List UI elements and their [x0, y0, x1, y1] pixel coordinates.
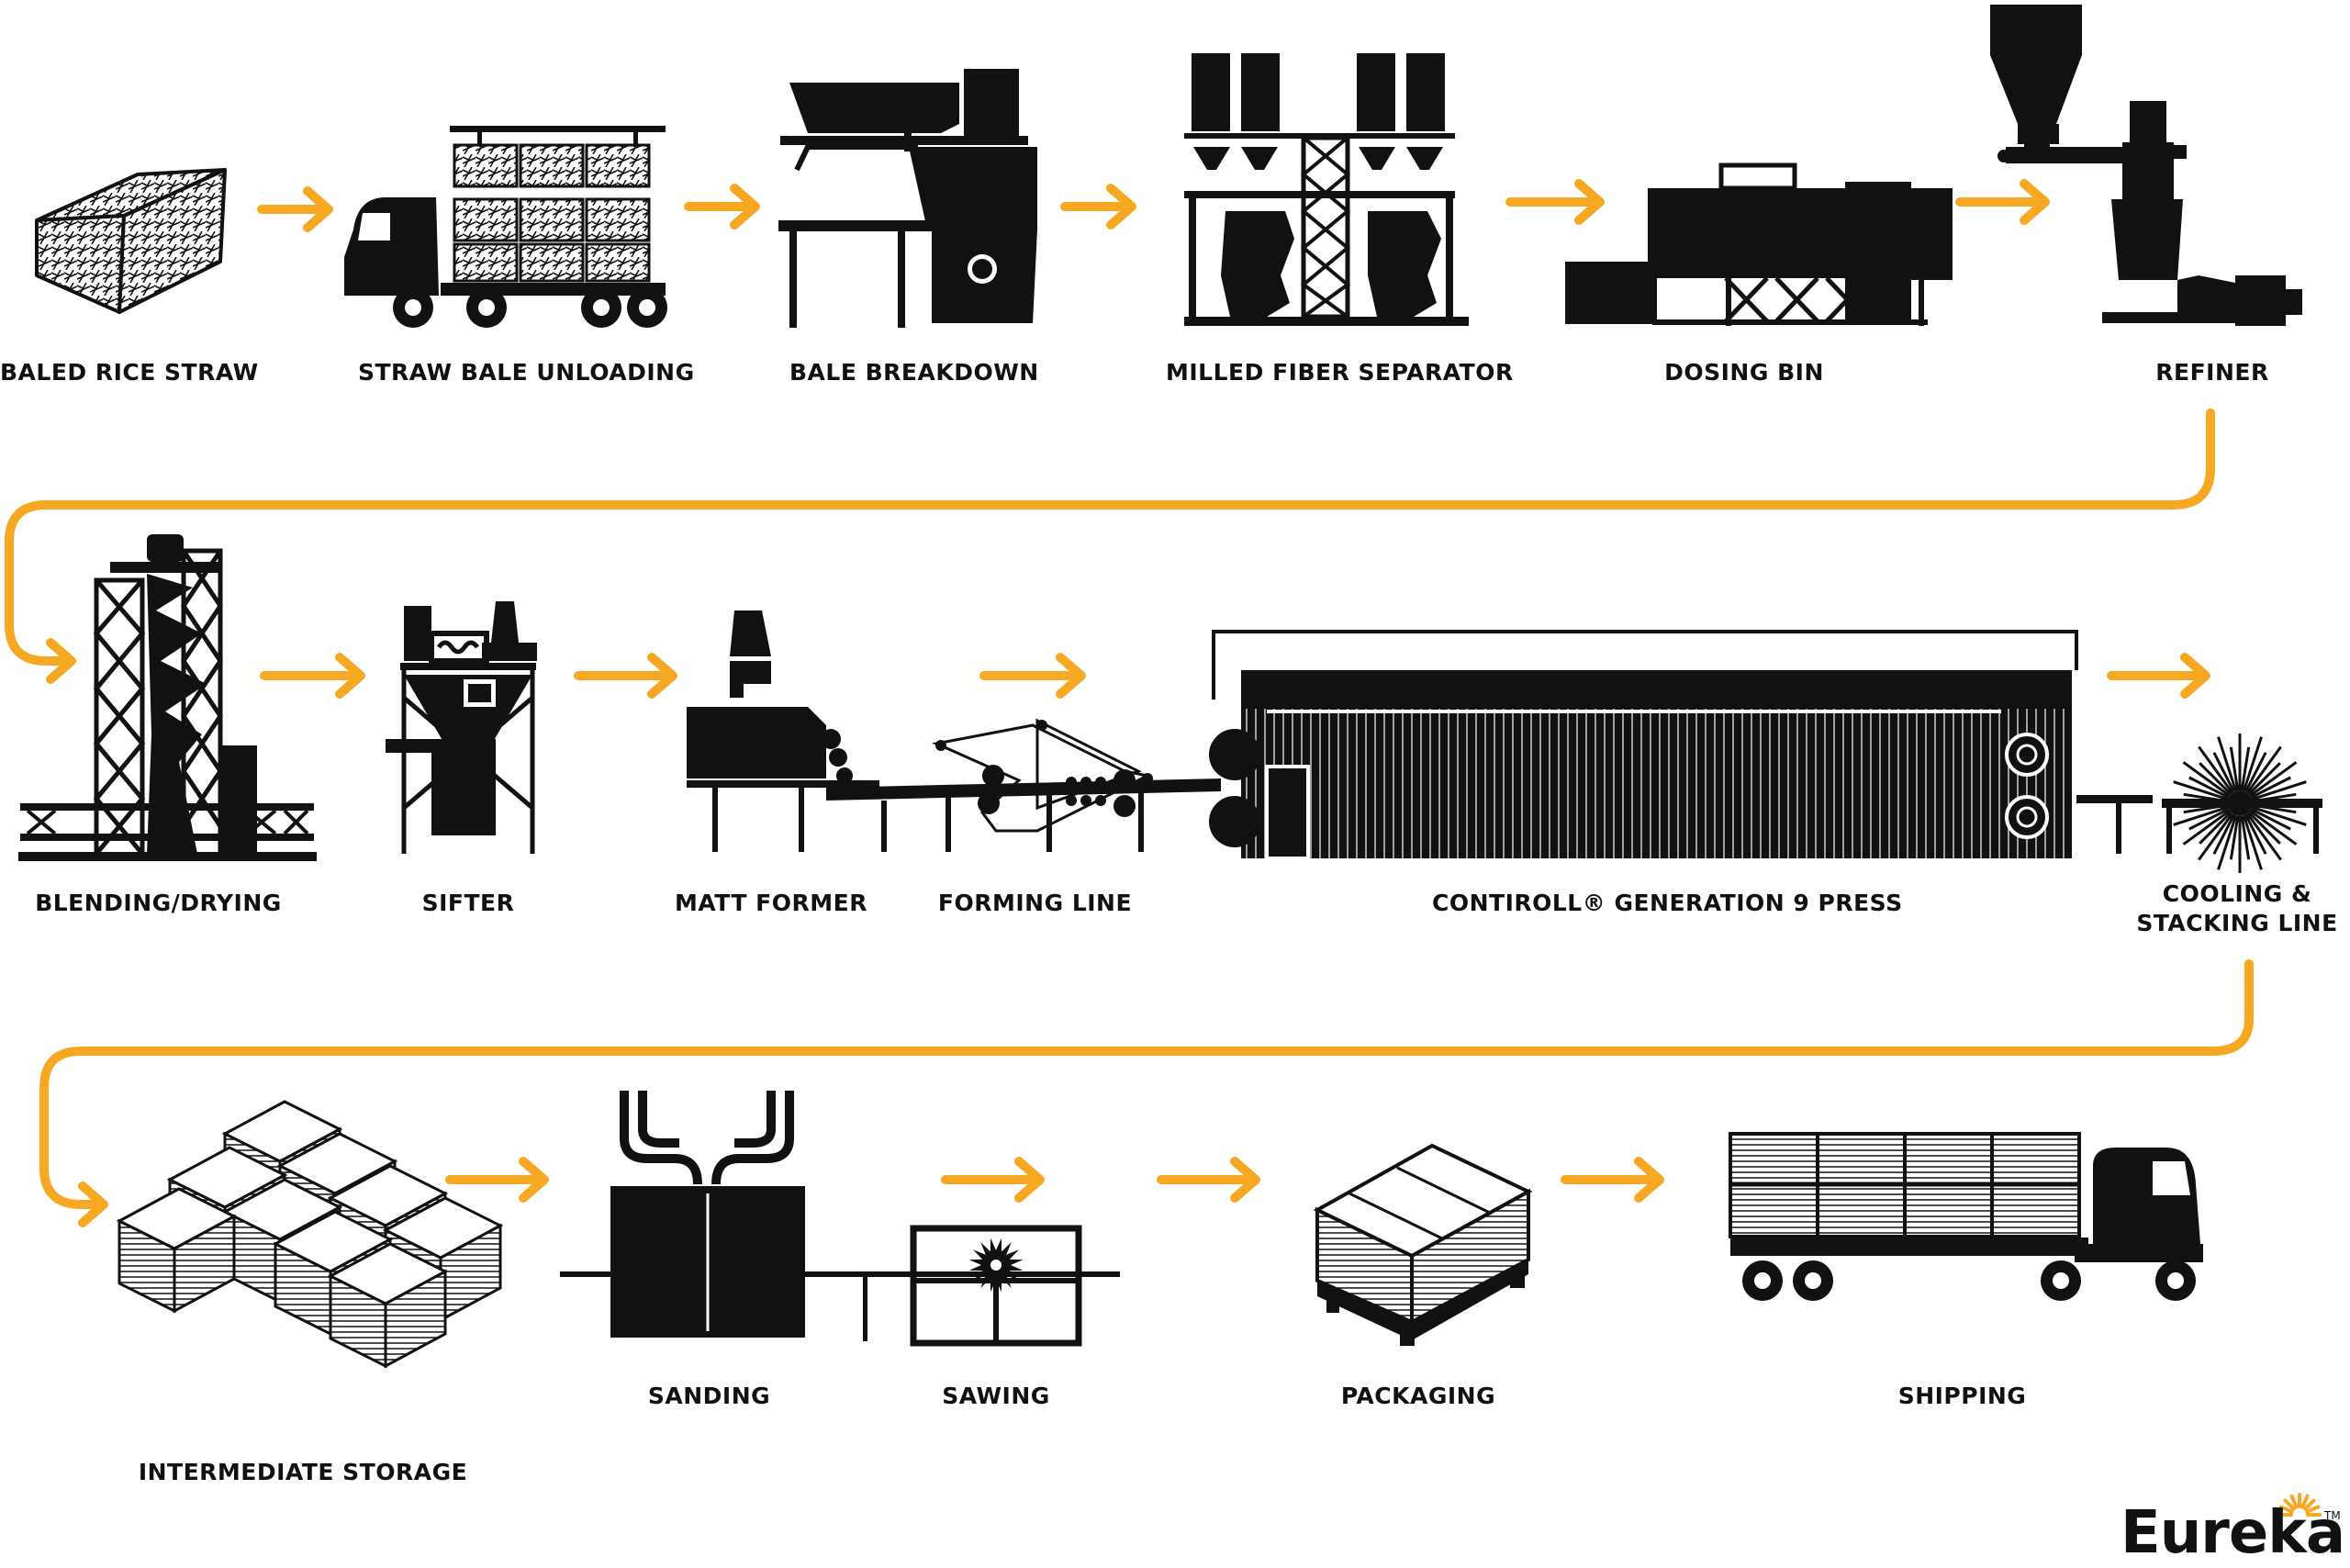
packaging-pallet-icon	[1313, 1143, 1533, 1346]
step-label-bale-breakdown: BALE BREAKDOWN	[789, 359, 1039, 386]
arrow-right-icon	[260, 653, 365, 699]
step-label-contiroll-press: CONTIROLL® GENERATION 9 PRESS	[1432, 890, 1903, 916]
forming-line-icon	[826, 718, 1221, 852]
step-label-forming-line: FORMING LINE	[937, 890, 1133, 916]
cooling-stacking-icon	[2076, 734, 2322, 873]
arrow-right-icon	[1955, 179, 2050, 225]
step-label-straw-bale-unloading: STRAW BALE UNLOADING	[358, 359, 695, 386]
arrow-right-icon	[684, 184, 760, 230]
flow-arrows-row-1	[257, 179, 2050, 232]
refiner-icon	[1990, 5, 2302, 326]
matt-former-icon	[687, 610, 879, 852]
arrow-right-icon	[2107, 653, 2210, 699]
connector-row-1-to-2	[5, 409, 2215, 684]
sifter-icon	[386, 601, 537, 854]
sawing-machine-icon	[910, 1225, 1082, 1347]
arrow-right-icon	[1157, 1157, 1260, 1203]
step-label-dosing-bin: DOSING BIN	[1664, 359, 1824, 386]
bale-breakdown-icon	[778, 69, 1037, 328]
arrow-right-icon	[979, 653, 1086, 699]
step-label-intermediate-storage: INTERMEDIATE STORAGE	[138, 1459, 468, 1485]
step-label-blending-drying: BLENDING/DRYING	[35, 890, 282, 916]
arrow-right-icon	[257, 186, 333, 232]
arrow-right-icon	[1060, 184, 1136, 230]
step-label-packaging: PACKAGING	[1340, 1383, 1496, 1409]
intermediate-storage-icon	[116, 1100, 504, 1369]
blending-drying-tower-icon	[18, 534, 317, 861]
step-label-cooling-stacking: COOLING & STACKING LINE	[2136, 880, 2338, 936]
sanding-machine-icon	[560, 1091, 1120, 1341]
arrow-right-icon	[445, 1157, 549, 1203]
flow-arrows-row-3	[445, 1157, 1664, 1203]
arrow-right-icon	[1561, 1157, 1664, 1203]
arrow-right-icon	[1505, 179, 1605, 225]
step-label-sawing: SAWING	[942, 1383, 1050, 1409]
step-label-shipping: SHIPPING	[1897, 1383, 2027, 1409]
step-label-matt-former: MATT FORMER	[675, 890, 867, 916]
eureka-logo: Eureka TM	[2111, 1487, 2345, 1567]
connector-row-2-to-3	[39, 959, 2254, 1227]
straw-bale-truck-icon	[344, 126, 667, 328]
arrow-right-icon	[941, 1157, 1045, 1203]
dosing-bin-icon	[1565, 162, 1953, 326]
step-label-sanding: SANDING	[647, 1383, 771, 1409]
step-label-baled-rice-straw: BALED RICE STRAW	[0, 359, 259, 386]
baled-rice-straw-icon	[35, 168, 227, 314]
logo-trademark: TM	[2324, 1509, 2341, 1522]
arrow-right-icon	[574, 653, 677, 699]
logo-text: Eureka	[2121, 1499, 2345, 1567]
shipping-truck-icon	[1729, 1132, 2203, 1301]
step-label-sifter: SIFTER	[421, 890, 515, 916]
contiroll-press-icon	[1209, 630, 2078, 860]
flow-arrows-row-2	[260, 653, 2210, 699]
step-label-refiner: REFINER	[2155, 359, 2269, 386]
milled-fiber-separator-icon	[1184, 53, 1469, 326]
step-label-milled-fiber-separator: MILLED FIBER SEPARATOR	[1166, 359, 1514, 386]
sun-rays-icon	[2277, 1493, 2322, 1517]
